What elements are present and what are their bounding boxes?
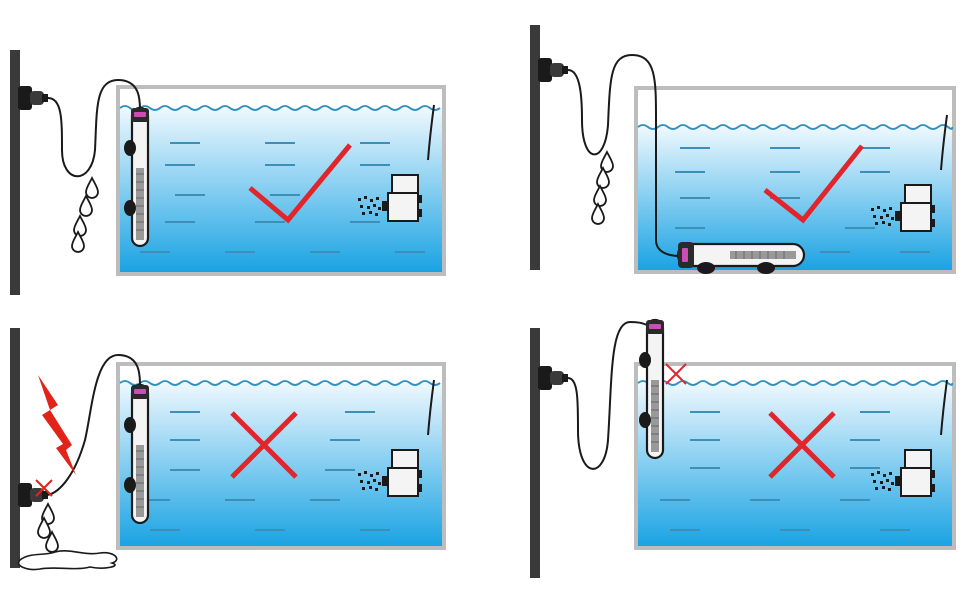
water-drop-icon [591,203,605,225]
water-drop-icon [85,177,99,199]
power-outlet [538,366,568,390]
water-dashes [660,411,910,531]
lightning-icon [38,375,76,475]
check-icon [248,143,352,224]
panel-wrong-above-waterline [530,318,956,578]
cross-icon [768,411,836,479]
cross-icon [230,411,298,479]
heater [676,242,806,274]
wall [10,50,20,295]
water-puddle [17,550,118,571]
water-surface-wave [119,105,441,111]
heater-cord [567,53,681,257]
panel-correct-vertical [10,50,446,295]
water-surface-wave [637,124,954,130]
water-drop-icon [73,215,87,237]
heater-cord [47,353,141,496]
panel-correct-horizontal [530,25,956,274]
water-surface-wave [119,380,441,386]
water-drop-icon [79,195,93,217]
tank-water [638,383,952,546]
tank-frame [634,86,956,274]
heater-cord [567,320,656,470]
wall [530,25,540,270]
heater-cord [47,78,141,178]
tank-frame [634,362,956,550]
wall [530,328,540,578]
tank-frame [116,362,446,550]
panel-wrong-no-drip-loop [10,328,446,571]
water-drop-icon [593,185,607,207]
power-outlet [538,58,568,82]
tank-frame [116,85,446,276]
cross-icon [665,363,687,385]
wall [10,328,20,568]
water-dashes [140,142,425,253]
water-dashes [140,411,390,531]
cross-icon [35,479,53,497]
check-icon [763,144,864,224]
water-dashes [675,147,930,253]
tank-water [120,108,442,272]
water-surface-wave [637,380,954,386]
power-outlet [18,86,48,110]
